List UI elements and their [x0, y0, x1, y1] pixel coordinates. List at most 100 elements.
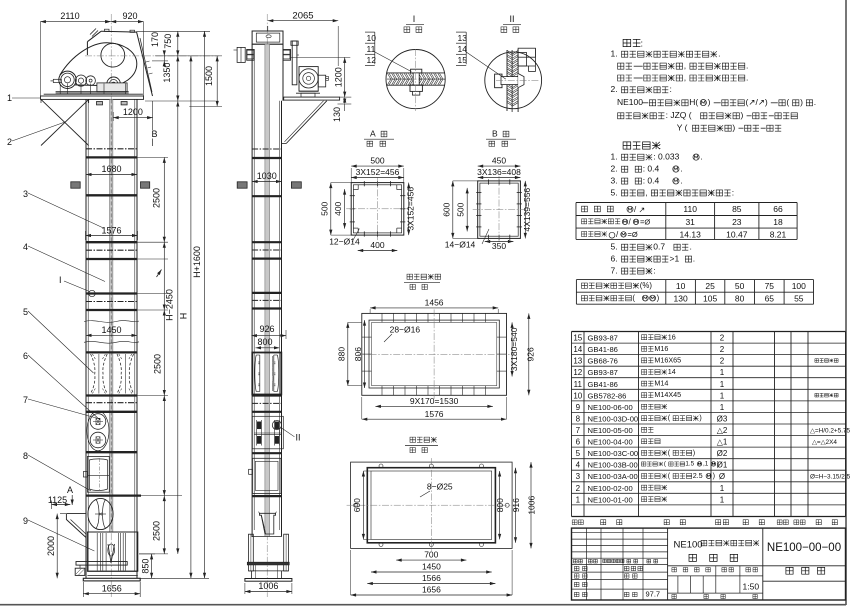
svg-text:3.: 3. — [611, 176, 618, 186]
svg-text:GB68-76: GB68-76 — [588, 357, 618, 366]
svg-text:880: 880 — [336, 347, 346, 361]
svg-text:I: I — [413, 14, 416, 24]
svg-text:II: II — [509, 14, 514, 24]
svg-text:,: , — [684, 61, 686, 71]
svg-text:1: 1 — [576, 495, 581, 504]
svg-text:,1: ,1 — [703, 461, 709, 468]
svg-text:): ) — [708, 97, 711, 107]
svg-text:): ) — [699, 413, 701, 422]
svg-text:NE100-06-00: NE100-06-00 — [588, 403, 633, 412]
svg-text:1006: 1006 — [258, 581, 278, 591]
svg-text:=Ø: =Ø — [628, 230, 638, 239]
svg-text::: : — [670, 84, 672, 94]
svg-text:1576: 1576 — [101, 226, 121, 236]
svg-text:400: 400 — [370, 240, 384, 250]
svg-text:10.47: 10.47 — [726, 230, 748, 240]
svg-text:(↗/↗): (↗/↗) — [746, 97, 768, 107]
svg-text:H−2450: H−2450 — [165, 289, 175, 321]
svg-text:1450: 1450 — [422, 562, 441, 572]
svg-text:2110: 2110 — [60, 11, 79, 21]
svg-text:H(: H( — [689, 97, 698, 107]
svg-text:NE100-03A-00: NE100-03A-00 — [588, 472, 638, 481]
svg-text:2.: 2. — [611, 164, 618, 174]
svg-text:△=H/0.2+5.75: △=H/0.2+5.75 — [810, 428, 850, 435]
svg-text:6: 6 — [576, 438, 581, 447]
svg-text:B: B — [492, 129, 498, 139]
svg-text:750: 750 — [163, 34, 173, 49]
svg-text:800: 800 — [495, 498, 505, 512]
svg-text:14−Ø14: 14−Ø14 — [445, 240, 476, 250]
svg-text:926: 926 — [526, 347, 536, 361]
svg-text:6.: 6. — [611, 254, 618, 264]
svg-text:): ) — [800, 97, 803, 107]
svg-text:3: 3 — [23, 189, 28, 199]
svg-text:2500: 2500 — [153, 354, 163, 374]
svg-text:M16: M16 — [654, 344, 668, 353]
svg-text:.: . — [718, 49, 720, 59]
svg-text:GB93-87: GB93-87 — [588, 368, 618, 377]
svg-text:4X139=556: 4X139=556 — [522, 188, 532, 232]
svg-text:Ø=H−3.15/2.5: Ø=H−3.15/2.5 — [810, 474, 850, 481]
svg-text:M14: M14 — [654, 379, 668, 388]
svg-text:NE100-01-00: NE100-01-00 — [588, 495, 633, 504]
svg-text:1656: 1656 — [422, 585, 441, 595]
svg-text:3: 3 — [576, 472, 581, 481]
svg-text:3X136=408: 3X136=408 — [477, 167, 521, 177]
svg-text:11: 11 — [367, 44, 376, 54]
svg-text:75: 75 — [765, 281, 775, 291]
svg-text:>1: >1 — [670, 254, 680, 264]
svg-text:700: 700 — [424, 550, 438, 560]
svg-text:15: 15 — [573, 334, 582, 343]
svg-text:1030: 1030 — [257, 171, 277, 181]
svg-text:2.5: 2.5 — [693, 471, 703, 480]
svg-text:28−Ø16: 28−Ø16 — [390, 325, 421, 335]
svg-text:1456: 1456 — [425, 297, 444, 307]
svg-text:(: ( — [786, 97, 789, 107]
svg-text:1.: 1. — [611, 152, 618, 162]
svg-text:5.: 5. — [611, 242, 618, 252]
svg-text:8−Ø25: 8−Ø25 — [427, 482, 453, 492]
svg-text:): ) — [741, 110, 744, 120]
svg-text:130: 130 — [332, 107, 342, 122]
svg-text:): ) — [732, 123, 735, 133]
svg-text:1450: 1450 — [101, 325, 121, 335]
svg-text:(: ( — [668, 471, 671, 480]
svg-text:14: 14 — [458, 44, 468, 54]
svg-text:.: . — [746, 72, 748, 82]
svg-text:10: 10 — [573, 391, 582, 400]
svg-text:2500: 2500 — [152, 188, 162, 208]
svg-text:25: 25 — [705, 281, 715, 291]
svg-text:66: 66 — [773, 204, 783, 214]
svg-text:9: 9 — [23, 516, 28, 526]
svg-text:2: 2 — [7, 137, 12, 147]
svg-text:2000: 2000 — [46, 536, 56, 556]
svg-text:.: . — [700, 152, 702, 162]
svg-text:1: 1 — [7, 93, 12, 103]
svg-text:10: 10 — [676, 281, 686, 291]
svg-text:: JZQ (: : JZQ ( — [666, 110, 692, 120]
svg-text:7.: 7. — [611, 265, 618, 275]
svg-text:7: 7 — [576, 426, 581, 435]
svg-text:1: 1 — [720, 368, 725, 377]
svg-text:920: 920 — [122, 11, 137, 21]
svg-text:100: 100 — [792, 281, 806, 291]
svg-text:8.21: 8.21 — [770, 230, 787, 240]
svg-text:2065: 2065 — [292, 10, 313, 21]
svg-text:12−Ø14: 12−Ø14 — [329, 237, 360, 247]
svg-text:△2: △2 — [717, 426, 728, 435]
svg-text:: 0.4: : 0.4 — [643, 176, 660, 186]
svg-text:12: 12 — [367, 55, 377, 65]
svg-text:.: . — [680, 164, 682, 174]
svg-text:0.7: 0.7 — [653, 242, 665, 252]
svg-text:=Ø: =Ø — [640, 217, 650, 226]
svg-text:1125: 1125 — [48, 495, 67, 505]
svg-text:1500: 1500 — [204, 66, 214, 86]
svg-text:): ) — [657, 293, 660, 302]
svg-text::: : — [659, 141, 662, 151]
svg-text:15: 15 — [458, 55, 468, 65]
svg-text:: 0.033: : 0.033 — [653, 152, 679, 162]
svg-text:2: 2 — [720, 357, 725, 366]
svg-text:97.7: 97.7 — [646, 590, 661, 599]
svg-text:3X152=456: 3X152=456 — [406, 187, 416, 231]
svg-text:A: A — [370, 129, 376, 139]
